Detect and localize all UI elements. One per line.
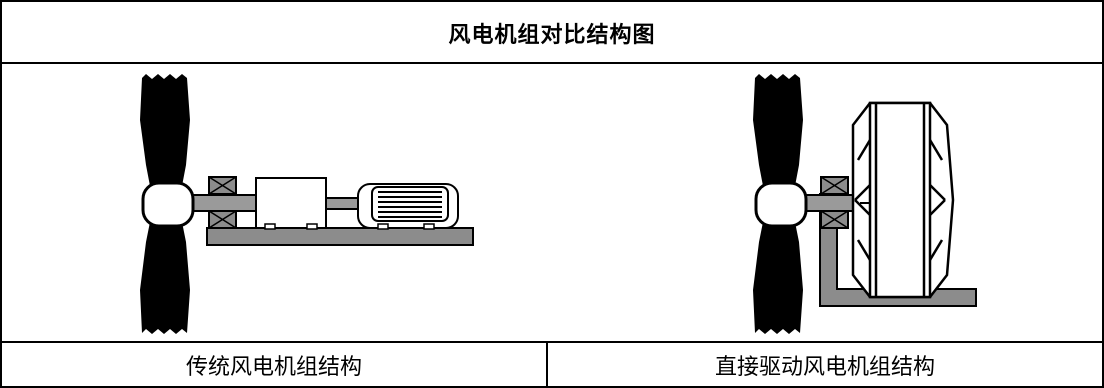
caption-traditional: 传统风电机组结构 — [185, 354, 362, 380]
direct-hub — [754, 181, 808, 228]
direct-ring-generator — [851, 101, 955, 299]
table-title: 风电机组对比结构图 — [448, 22, 656, 48]
traditional-turbine-diagram — [140, 74, 474, 334]
direct-drive-turbine-diagram — [753, 74, 977, 334]
traditional-generator-fins — [378, 191, 442, 218]
traditional-hub — [141, 181, 195, 228]
traditional-coupling-shaft — [325, 197, 363, 210]
caption-direct-drive: 直接驱动风电机组结构 — [714, 354, 935, 380]
direct-main-shaft — [799, 194, 861, 212]
table-title-cell: 风电机组对比结构图 — [2, 2, 1102, 63]
traditional-gearbox — [255, 177, 327, 229]
traditional-main-shaft — [189, 194, 261, 212]
traditional-lower-blade — [140, 222, 190, 334]
direct-upper-blade — [753, 74, 803, 186]
traditional-base-frame — [206, 227, 474, 246]
traditional-upper-blade — [140, 74, 190, 186]
direct-lower-blade — [753, 222, 803, 334]
